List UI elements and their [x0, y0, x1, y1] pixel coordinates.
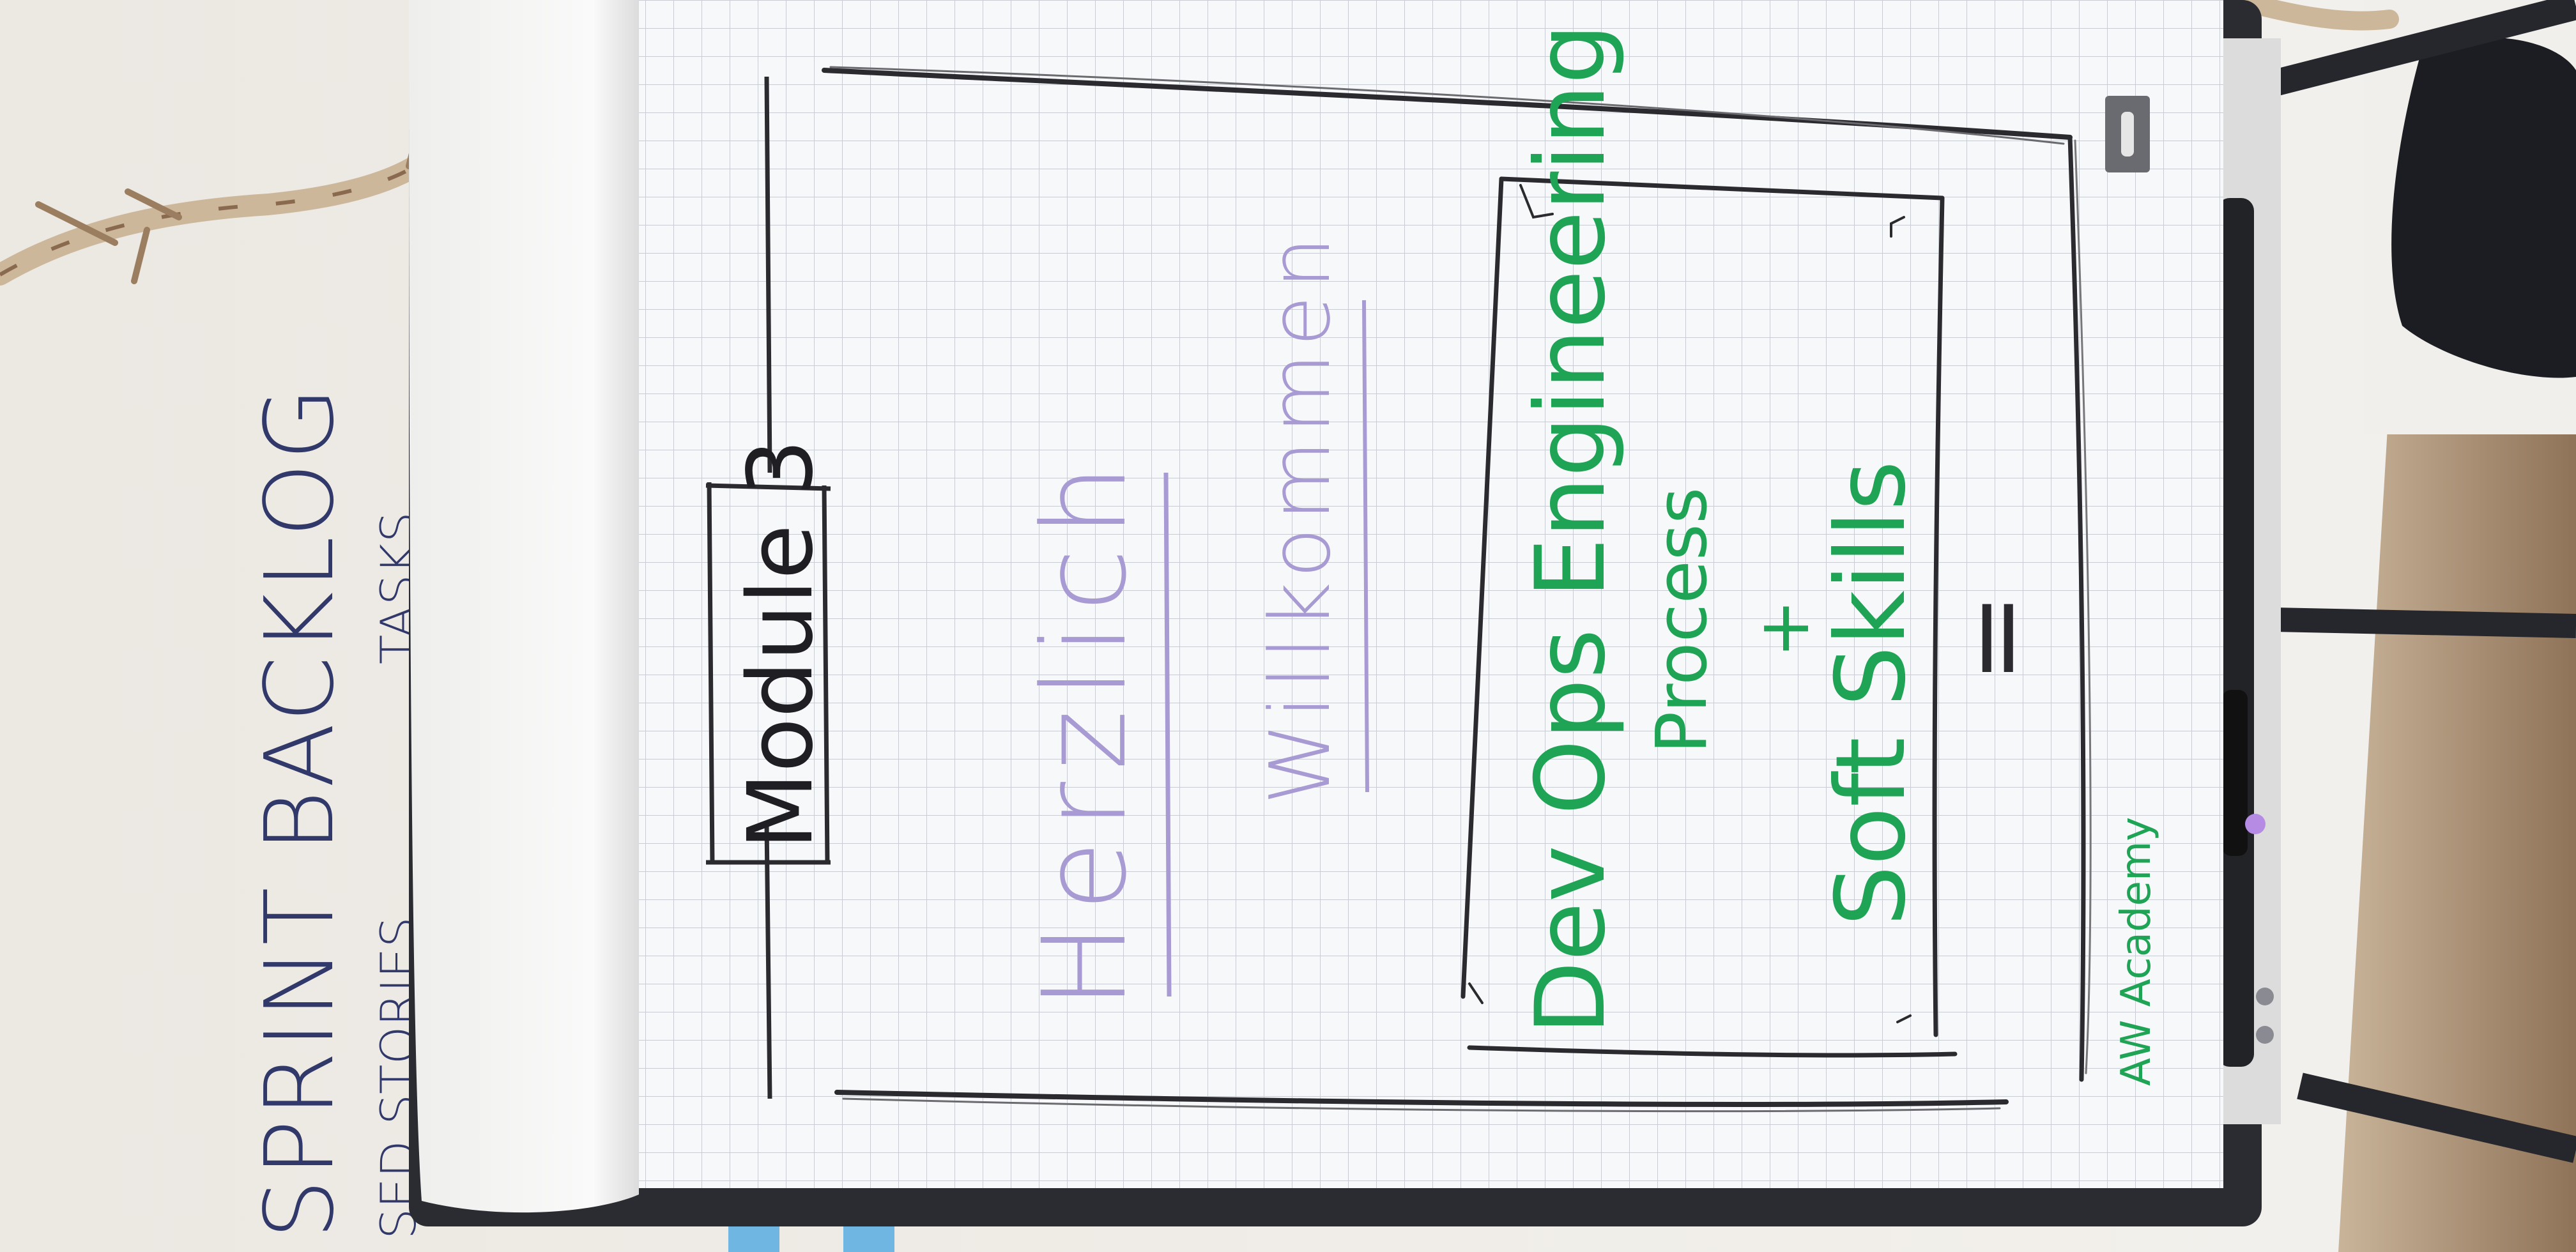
outer-frame-drawing [822, 66, 2092, 1113]
topic-line-3: Soft Skills [1816, 461, 1927, 926]
wooden-floor [2338, 358, 2576, 1252]
curled-page [409, 0, 639, 1213]
greeting-line-2: Willkommen [1252, 230, 1349, 805]
birch-branch-right [2227, 0, 2399, 31]
easel-legs [2271, 0, 2576, 1163]
module-label: Module 3 [729, 439, 833, 850]
greeting-underline-1 [1163, 472, 1172, 997]
topic-line-1: Dev Ops Engineering [1515, 24, 1627, 1035]
greeting-underline-2 [1362, 300, 1369, 793]
flipchart-grid [639, 0, 2223, 1188]
topic-line-2: Process [1641, 487, 1722, 754]
greeting-line-1: Herzlich [1018, 452, 1152, 1009]
dark-bag [2391, 37, 2576, 378]
topic-box [1460, 176, 1958, 1058]
wall-board-title: SPRINT BACKLOG [245, 385, 355, 1239]
marker-tray [2217, 198, 2274, 1067]
topic-plus: + [1743, 599, 1825, 658]
topic-equals: = [1931, 593, 2058, 683]
module-label-box: Module 3 [705, 76, 833, 1099]
signature: AW Academy [2113, 817, 2160, 1086]
